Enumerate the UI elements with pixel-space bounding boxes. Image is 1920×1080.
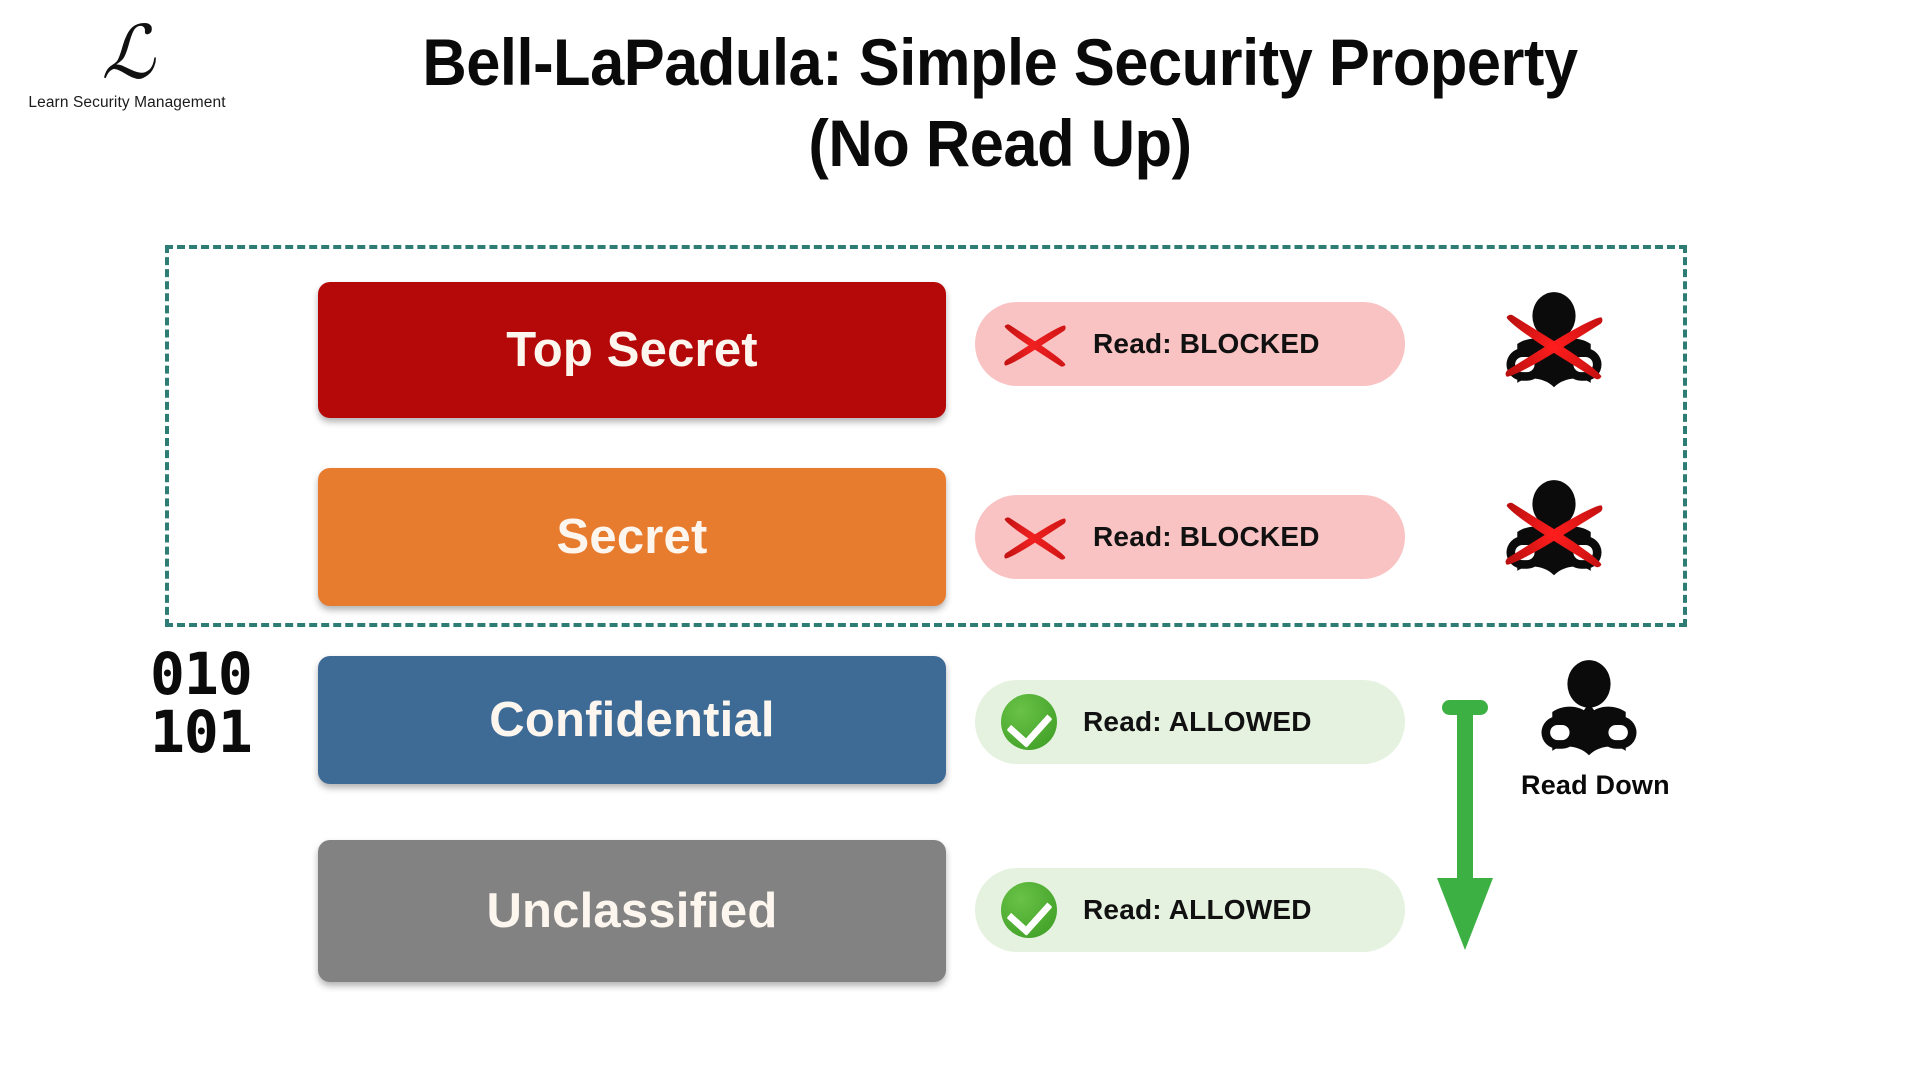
check-circle-icon [1001, 882, 1057, 938]
reader-blocked-icon-secret [1500, 480, 1608, 584]
binary-line-2: 101 [150, 698, 253, 766]
status-label: Read: BLOCKED [1093, 328, 1320, 359]
reader-allowed-icon [1535, 660, 1643, 764]
x-cross-icon [1001, 509, 1068, 565]
read-down-arrow-icon [1437, 700, 1493, 950]
binary-line-1: 010 [150, 640, 253, 708]
status-label: Read: BLOCKED [1093, 521, 1320, 552]
status-pill-confidential: Read: ALLOWED [975, 680, 1405, 764]
arrow-cap [1442, 700, 1488, 715]
binary-data-icon: 010 101 [150, 645, 280, 761]
page-title-line-2: (No Read Up) [808, 105, 1192, 180]
status-pill-secret: Read: BLOCKED [975, 495, 1405, 579]
level-bar-unclassified[interactable]: Unclassified [318, 840, 946, 982]
page-title: Bell-LaPadula: Simple Security Property … [284, 22, 1716, 183]
brand-logo: ℒ Learn Security Management [22, 10, 232, 112]
page-title-line-1: Bell-LaPadula: Simple Security Property [422, 25, 1578, 99]
read-down-label: Read Down [1521, 770, 1670, 800]
level-label: Confidential [489, 693, 775, 747]
no-read-up-zone-border [165, 245, 1687, 627]
level-bar-top-secret[interactable]: Top Secret [318, 282, 946, 418]
level-bar-secret[interactable]: Secret [318, 468, 946, 606]
script-l-logo-icon: ℒ [101, 10, 154, 96]
x-cross-overlay-icon [1496, 300, 1612, 392]
level-label: Secret [556, 510, 708, 564]
x-cross-overlay-icon [1496, 488, 1612, 580]
check-circle-icon [1001, 694, 1057, 750]
brand-tagline: Learn Security Management [28, 94, 226, 112]
status-label: Read: ALLOWED [1083, 894, 1312, 925]
level-bar-confidential[interactable]: Confidential [318, 656, 946, 784]
level-label: Unclassified [486, 884, 778, 938]
status-pill-top-secret: Read: BLOCKED [975, 302, 1405, 386]
arrow-head [1437, 878, 1493, 950]
level-label: Top Secret [506, 323, 758, 377]
arrow-stem [1457, 708, 1473, 888]
x-cross-icon [1001, 316, 1068, 372]
status-label: Read: ALLOWED [1083, 706, 1312, 737]
reader-blocked-icon-top-secret [1500, 292, 1608, 396]
status-pill-unclassified: Read: ALLOWED [975, 868, 1405, 952]
